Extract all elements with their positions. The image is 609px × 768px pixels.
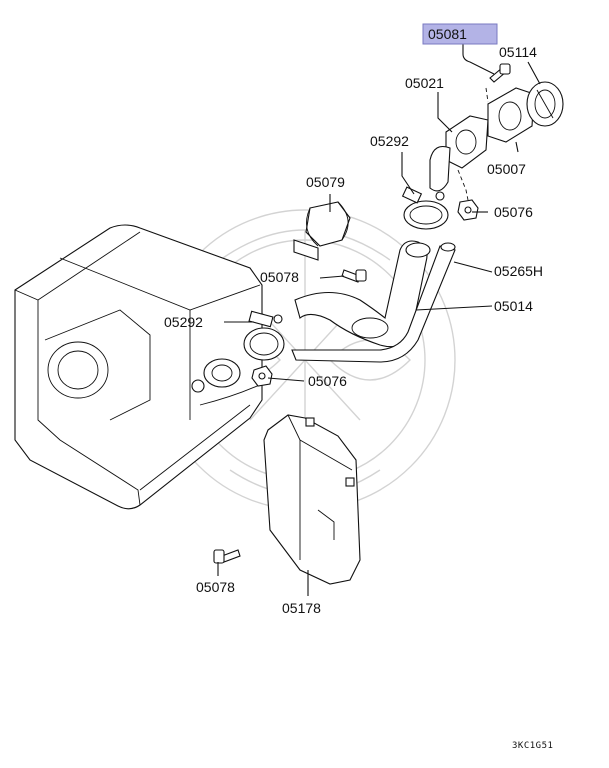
breather-clip-lower: [251, 365, 273, 387]
label-05021[interactable]: 05021: [405, 75, 444, 91]
label-05007[interactable]: 05007: [487, 161, 526, 177]
label-05076-lower[interactable]: 05076: [308, 373, 347, 389]
label-05265h[interactable]: 05265H: [494, 263, 543, 279]
leader-lines: [217, 44, 541, 596]
hose-clamp-lower: [243, 310, 285, 361]
breather-clip-upper: [457, 199, 479, 221]
filler-neck: [429, 115, 489, 201]
bracket: [293, 201, 351, 261]
label-05292-lower[interactable]: 05292: [164, 314, 203, 330]
reference-code: 3KC1G51: [512, 741, 553, 751]
gasket: [485, 87, 535, 143]
label-05114[interactable]: 05114: [499, 44, 537, 60]
bolt-05081: [489, 63, 511, 83]
filler-hose: [291, 240, 456, 363]
label-05292-upper[interactable]: 05292: [370, 133, 409, 149]
label-05078-lower[interactable]: 05078: [196, 579, 235, 595]
label-05076-upper[interactable]: 05076: [494, 204, 533, 220]
protector-panel: [263, 414, 361, 585]
label-05014[interactable]: 05014: [494, 298, 533, 314]
label-05079[interactable]: 05079: [306, 174, 345, 190]
label-05081[interactable]: 05081: [428, 26, 467, 42]
fuel-cap: [526, 81, 564, 127]
hose-clamp-upper: [401, 186, 449, 230]
label-05178[interactable]: 05178: [282, 600, 321, 616]
bolt-05078-upper: [341, 269, 367, 283]
fuel-tank: [14, 224, 271, 510]
bolt-05078-lower: [213, 549, 241, 564]
label-05078-upper[interactable]: 05078: [260, 269, 299, 285]
highlight-box: [422, 23, 498, 45]
